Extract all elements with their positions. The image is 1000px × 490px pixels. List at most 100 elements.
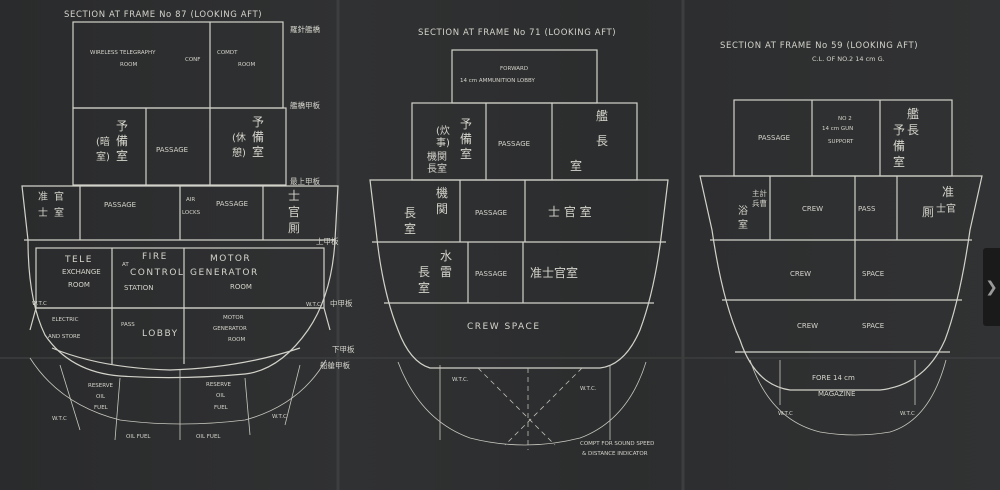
label-passage-2b: PASSAGE (475, 209, 507, 217)
cjk-3-a2: 長 (907, 123, 919, 137)
label-passage-mid-2: PASSAGE (216, 200, 248, 208)
cjk-2-d1: 機 (436, 185, 448, 200)
section-71-title: SECTION AT FRAME No 71 (LOOKING AFT) (418, 28, 616, 38)
label-comdt-2: ROOM (238, 62, 255, 68)
cjk-top-right: 羅針艦橋 (290, 24, 320, 34)
label-no2: NO 2 (838, 116, 852, 122)
label-crew-3b: CREW (790, 270, 811, 278)
label-passage-2a: PASSAGE (498, 140, 530, 148)
section-87-title: SECTION AT FRAME No 87 (LOOKING AFT) (64, 10, 262, 20)
cjk-3-b4: 室 (738, 218, 748, 231)
next-image-button[interactable]: ❯ (983, 248, 1000, 326)
cjk-2-g: 准士官室 (530, 265, 578, 280)
cjk-deck-2: 最上甲板 (290, 176, 320, 186)
cjk-3-a5: 室 (893, 154, 905, 169)
label-oil-fuel-1: OIL FUEL (126, 434, 151, 440)
label-fuel: FUEL (94, 405, 109, 411)
cjk-3-c1: 准 (942, 185, 954, 199)
cjk-r-upper-3: 室 (252, 144, 264, 159)
label-fuel-b: FUEL (214, 405, 229, 411)
cjk-2-b3: 機関 (427, 150, 447, 163)
cjk-l-mid-4: 室 (54, 206, 64, 219)
cjk-2-c1: 艦 (596, 109, 608, 123)
label-wtc-left: W.T.C (52, 416, 67, 422)
cjk-deck-3: 上甲板 (316, 236, 339, 246)
label-wtc-right: W.T.C (272, 414, 287, 420)
label-tele: TELE (64, 255, 93, 265)
cjk-2-c2: 長 (596, 134, 608, 148)
label-fore-14cm: FORE 14 cm (812, 374, 855, 382)
cjk-r-upper-2: 備 (252, 129, 264, 144)
label-motor-room: ROOM (230, 283, 252, 291)
label-motgen-2: GENERATOR (213, 326, 247, 332)
chevron-right-icon: ❯ (985, 278, 998, 296)
label-exchange: EXCHANGE (62, 268, 101, 276)
cjk-r-mid-1: 士 (288, 189, 300, 203)
label-magazine: MAGAZINE (818, 390, 855, 398)
label-wtc-2r: W.T.C. (580, 386, 597, 392)
label-comdt: COMDT (217, 50, 238, 56)
label-forward: FORWARD (500, 66, 528, 72)
cjk-2-f2: 雷 (440, 265, 452, 279)
label-motgen-1: MOTOR (223, 315, 244, 321)
label-passage-mid-1: PASSAGE (104, 201, 136, 209)
label-generator: GENERATOR (190, 268, 259, 278)
cjk-3-c2: 士官 (936, 202, 956, 215)
cjk-3-b3: 浴 (738, 205, 748, 217)
label-oil: OIL (96, 394, 106, 400)
cjk-deck-1: 艦橋甲板 (290, 100, 320, 110)
section-frame-71: SECTION AT FRAME No 71 (LOOKING AFT) FOR… (369, 28, 669, 457)
label-motgen-3: ROOM (228, 337, 245, 343)
label-and-store: AND STORE (48, 334, 81, 340)
label-oil-fuel-2: OIL FUEL (196, 434, 221, 440)
cjk-r-upper-1: 予 (252, 115, 264, 129)
label-crew-3c: CREW (797, 322, 818, 330)
label-wtc-3l: W.T.C (778, 411, 793, 417)
cjk-r-mid-3: 厠 (288, 221, 300, 235)
label-wt-room-2: ROOM (120, 62, 137, 68)
cjk-deck-5: 下甲板 (332, 344, 355, 354)
section-frame-59: SECTION AT FRAME No 59 (LOOKING AFT) C.L… (699, 41, 983, 436)
section-59-subtitle: C.L. OF NO.2 14 cm G. (812, 55, 885, 63)
label-tele-room: ROOM (68, 281, 90, 289)
cjk-3-c3: 厠 (922, 205, 934, 219)
cjk-l-mid-2: 士 (38, 206, 48, 219)
cjk-l-upper-5: 室) (96, 150, 110, 163)
label-ammo-lobby: 14 cm AMMUNITION LOBBY (460, 78, 536, 84)
label-station: STATION (124, 284, 154, 292)
cjk-3-b1: 主計 (752, 188, 767, 198)
cjk-2-e: 士 官 室 (548, 204, 592, 219)
cjk-3-a3: 予 (893, 123, 905, 137)
label-fire: FIRE (142, 252, 168, 262)
section-59-title: SECTION AT FRAME No 59 (LOOKING AFT) (720, 41, 918, 51)
cjk-2-a1: 予 (460, 117, 472, 131)
label-note-1: COMPT FOR SOUND SPEED (580, 441, 654, 447)
label-control: CONTROL (130, 268, 184, 278)
label-note-2: & DISTANCE INDICATOR (582, 451, 648, 457)
label-wtc-3r: W.T.C (900, 411, 915, 417)
cjk-r-upper-4: (休 (232, 132, 246, 144)
label-conf: CONF (185, 57, 200, 63)
label-reserve: RESERVE (88, 383, 114, 389)
label-crew-space: CREW SPACE (467, 322, 541, 332)
label-electric: ELECTRIC (52, 317, 79, 323)
label-pass-small: PASS (121, 322, 135, 328)
cjk-l-mid-1: 准 (38, 191, 48, 203)
cjk-2-d3: 長 (404, 206, 416, 220)
cjk-deck-4: 中甲板 (330, 298, 353, 308)
label-air: AIR (186, 197, 195, 203)
cjk-2-a2: 備 (460, 131, 472, 146)
label-locks: LOCKS (182, 210, 201, 216)
label-wtc-right-side: W.T.C (306, 302, 321, 308)
label-space-3c: SPACE (862, 322, 884, 330)
cjk-2-f4: 室 (418, 280, 430, 295)
label-lobby: LOBBY (142, 329, 179, 339)
cjk-2-f1: 水 (440, 249, 452, 263)
label-14cm-gun: 14 cm GUN (822, 126, 853, 132)
label-oil-b: OIL (216, 393, 226, 399)
cjk-r-mid-2: 官 (288, 204, 300, 219)
cjk-2-d2: 関 (436, 202, 448, 216)
label-passage-2c: PASSAGE (475, 270, 507, 278)
label-space-3b: SPACE (862, 270, 884, 278)
